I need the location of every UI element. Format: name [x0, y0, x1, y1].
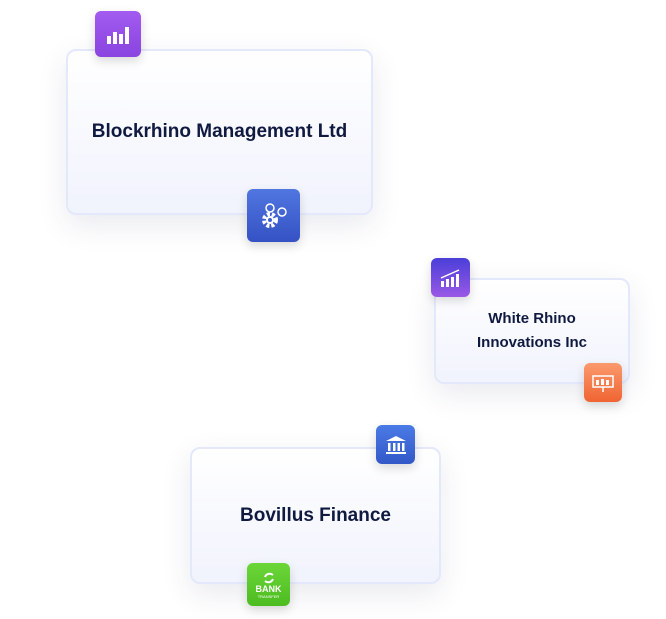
company-name: Blockrhino Management Ltd — [91, 121, 348, 142]
company-name: White Rhino Innovations Inc — [476, 310, 587, 351]
growth-chart-icon — [431, 258, 470, 297]
company-name: Bovillus Finance — [240, 504, 391, 526]
company-card-white-rhino[interactable]: White Rhino Innovations Inc — [434, 278, 630, 384]
company-card-blockrhino[interactable]: Blockrhino Management Ltd — [66, 49, 373, 215]
presentation-board-icon — [584, 363, 622, 402]
bar-chart-icon — [95, 11, 141, 57]
bank-icon — [376, 425, 415, 464]
gears-icon — [247, 189, 300, 242]
bank-transfer-label: BANK — [255, 583, 282, 594]
bank-transfer-icon: BANK TRANSFER — [247, 563, 290, 606]
company-card-bovillus[interactable]: Bovillus Finance — [190, 447, 441, 584]
bank-transfer-sublabel: TRANSFER — [257, 593, 280, 599]
